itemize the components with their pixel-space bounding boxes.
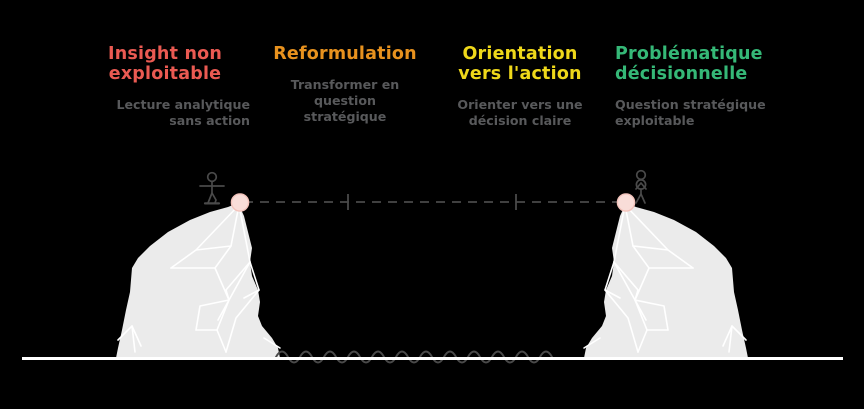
- right-figure-arms: [635, 182, 647, 190]
- stage-title-3: Orientation vers l'action: [458, 44, 582, 84]
- stage-subtitle-3: Orienter vers une décision claire: [457, 97, 583, 128]
- dashed-connection-path: [244, 194, 624, 210]
- stage-subtitle-1: Lecture analytique sans action: [116, 97, 250, 128]
- left-iceberg: [116, 203, 281, 358]
- right-figure-head: [635, 169, 647, 181]
- left-iceberg-facets: [117, 204, 281, 353]
- stage-title-1: Insight non exploitable: [108, 44, 222, 84]
- stage-column-3: Orientation vers l'action Orienter vers …: [440, 44, 600, 129]
- left-path-marker[interactable]: [230, 193, 250, 212]
- stage-labels-row: Insight non exploitable Lecture analytiq…: [0, 0, 864, 160]
- right-figure-legs: [635, 193, 646, 204]
- right-path-marker[interactable]: [616, 193, 636, 212]
- stage-column-1: Insight non exploitable Lecture analytiq…: [80, 44, 250, 129]
- stage-title-2: Reformulation: [273, 44, 417, 64]
- right-iceberg-body: [584, 203, 748, 358]
- stage-column-4: Problématique décisionnelle Question str…: [615, 44, 805, 129]
- stage-subtitle-2: Transformer en question stratégique: [290, 77, 400, 124]
- stage-title-4: Problématique décisionnelle: [615, 44, 763, 84]
- right-stick-figure: [635, 169, 647, 204]
- stage-column-2: Reformulation Transformer en question st…: [265, 44, 425, 125]
- stage-subtitle-4: Question stratégique exploitable: [615, 97, 766, 128]
- left-figure-head: [206, 171, 218, 183]
- right-iceberg-facets: [583, 204, 747, 353]
- left-stick-figure: [199, 171, 225, 205]
- left-iceberg-body: [116, 203, 280, 358]
- left-figure-legs: [207, 192, 217, 204]
- right-iceberg: [583, 203, 748, 358]
